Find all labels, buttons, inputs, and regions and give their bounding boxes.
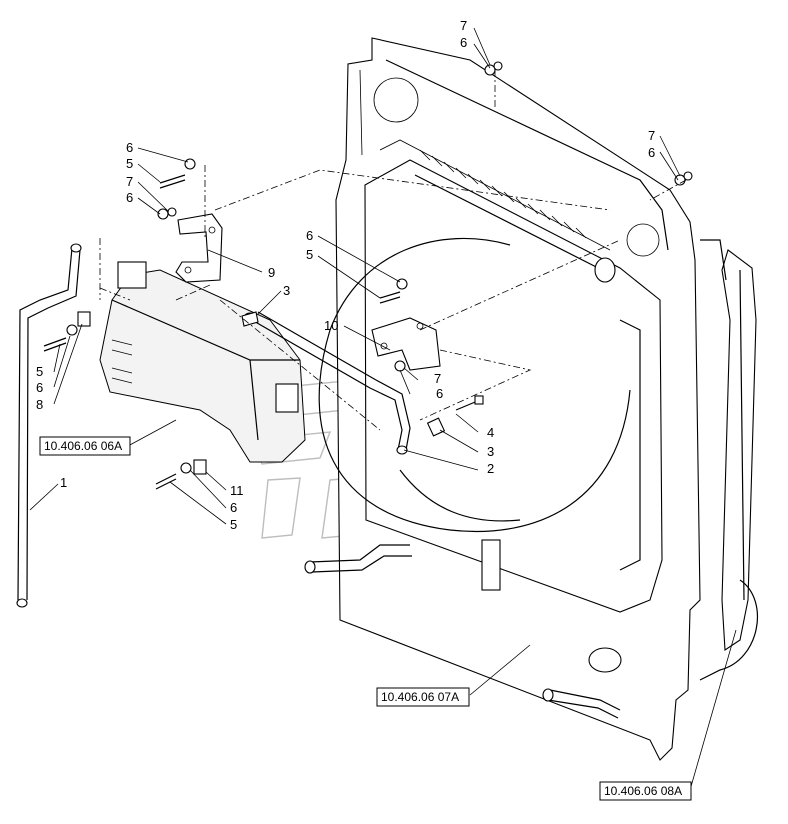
callout-5a: 5 — [126, 156, 133, 171]
callout-7a: 7 — [460, 18, 467, 33]
expansion-tank — [99, 261, 306, 463]
callout-6g: 6 — [230, 500, 237, 515]
callout-5b: 5 — [36, 364, 43, 379]
callout-9: 9 — [268, 265, 275, 280]
callout-6h: 6 — [648, 145, 655, 160]
callout-1: 1 — [60, 475, 67, 490]
hose-1 — [16, 243, 82, 608]
reference-08a: 10.406.06 08A — [604, 784, 682, 798]
reference-07a: 10.406.06 07A — [381, 690, 459, 704]
callout-6d: 6 — [36, 380, 43, 395]
fan-shroud — [318, 237, 631, 591]
callout-6c: 6 — [126, 190, 133, 205]
callout-4: 4 — [487, 425, 494, 440]
callout-7d: 7 — [648, 128, 655, 143]
callout-2: 2 — [487, 461, 494, 476]
callouts: 7 6 6 5 7 6 9 5 6 8 3 10 7 6 6 5 4 3 2 1… — [36, 18, 655, 532]
bracket-9 — [175, 213, 223, 283]
reference-box-07a — [376, 687, 470, 707]
assembly-lines — [99, 70, 687, 431]
callout-3b: 3 — [487, 444, 494, 459]
callout-8: 8 — [36, 397, 43, 412]
callout-5d: 5 — [230, 517, 237, 532]
reference-boxes: 10.406.06 06A 10.406.06 07A 10.406.06 08… — [39, 436, 692, 801]
callout-7c: 7 — [434, 371, 441, 386]
radiator-core — [364, 139, 663, 613]
callout-6b: 6 — [126, 140, 133, 155]
callout-11: 11 — [230, 483, 244, 498]
reference-box-06a — [39, 436, 131, 456]
callout-6f: 6 — [306, 228, 313, 243]
leader-lines — [29, 27, 737, 791]
radiator-fins — [419, 149, 587, 239]
bracket-10 — [371, 317, 441, 371]
callout-3a: 3 — [283, 283, 290, 298]
reference-box-08a — [599, 781, 692, 801]
callout-6a: 6 — [460, 35, 467, 50]
reference-06a: 10.406.06 06A — [44, 439, 122, 453]
callout-5c: 5 — [306, 247, 313, 262]
callout-7b: 7 — [126, 174, 133, 189]
side-pipes — [699, 239, 758, 681]
fasteners — [43, 61, 693, 490]
lower-hoses — [304, 257, 622, 719]
callout-6e: 6 — [436, 386, 443, 401]
callout-10: 10 — [324, 318, 338, 333]
